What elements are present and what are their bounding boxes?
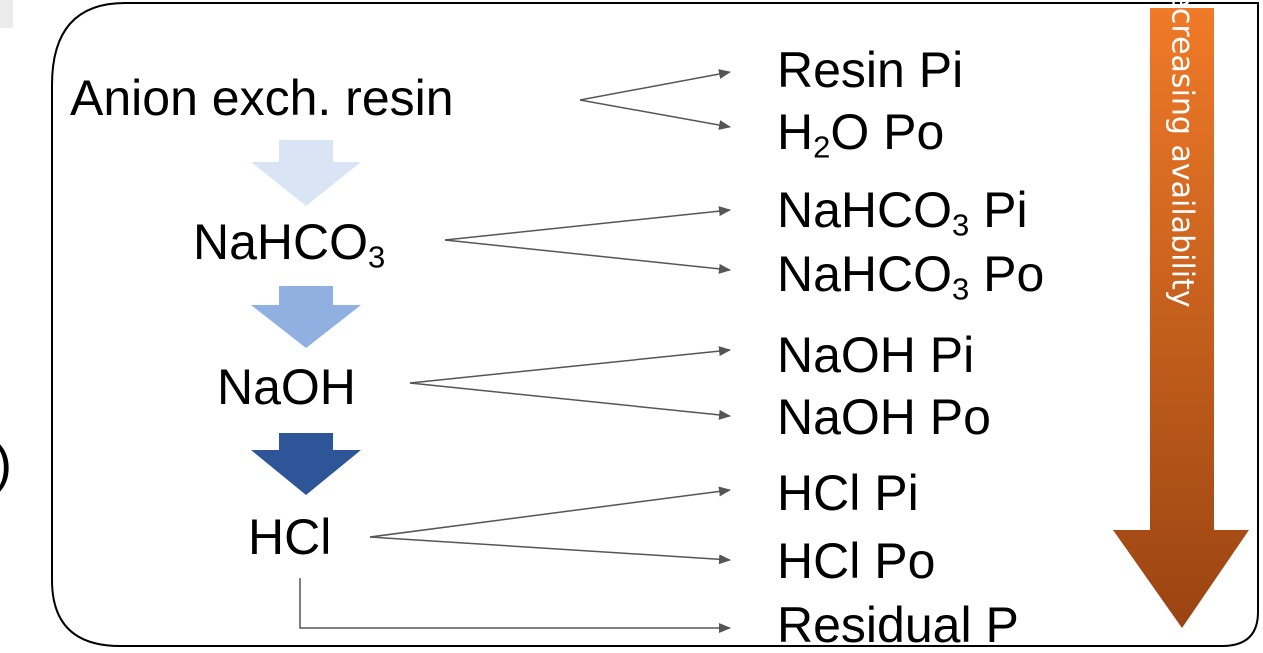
availability-arrow — [1113, 8, 1249, 628]
arrow-resin-to-h2o-po — [579, 99, 731, 130]
arrow-naoh-to-pi — [409, 346, 731, 384]
flow-arrow-nahco3-to-naoh — [251, 286, 361, 348]
step-nahco3: NaHCO3 — [193, 214, 386, 275]
arrow-nahco3-to-po — [444, 239, 731, 274]
left-edge-fragment — [0, 0, 13, 28]
fraction-resin-pi: Resin Pi — [777, 42, 964, 98]
arrow-naoh-to-po — [409, 382, 731, 420]
flow-arrow-naoh-to-hcl — [251, 433, 361, 495]
step-hcl: HCl — [248, 509, 332, 565]
arrow-hcl-to-pi — [369, 486, 731, 538]
step-anion-exchange-resin: Anion exch. resin — [70, 70, 454, 126]
fraction-nahco3-pi: NaHCO3 Pi — [777, 182, 1028, 243]
arrow-hcl-to-po — [369, 536, 731, 565]
frame-border — [51, 2, 1259, 647]
fraction-h2o-po: H2O Po — [777, 104, 945, 165]
fraction-hcl-po: HCl Po — [777, 533, 936, 589]
fraction-naoh-pi: NaOH Pi — [777, 327, 975, 383]
fraction-naoh-po: NaOH Po — [777, 389, 991, 445]
arrow-hcl-to-residual — [299, 578, 731, 633]
flow-arrow-resin-to-nahco3 — [251, 140, 361, 206]
decreasing-availability-label: Decreasing availability — [1164, 0, 1200, 308]
step-naoh: NaOH — [217, 359, 356, 415]
arrow-resin-to-resin-pi — [579, 69, 731, 101]
left-parenthesis-fragment: ) — [0, 437, 12, 491]
arrow-nahco3-to-pi — [444, 206, 731, 241]
fraction-hcl-pi: HCl Pi — [777, 465, 919, 521]
fraction-nahco3-po: NaHCO3 Po — [777, 246, 1045, 307]
fraction-residual-p: Residual P — [777, 597, 1019, 653]
